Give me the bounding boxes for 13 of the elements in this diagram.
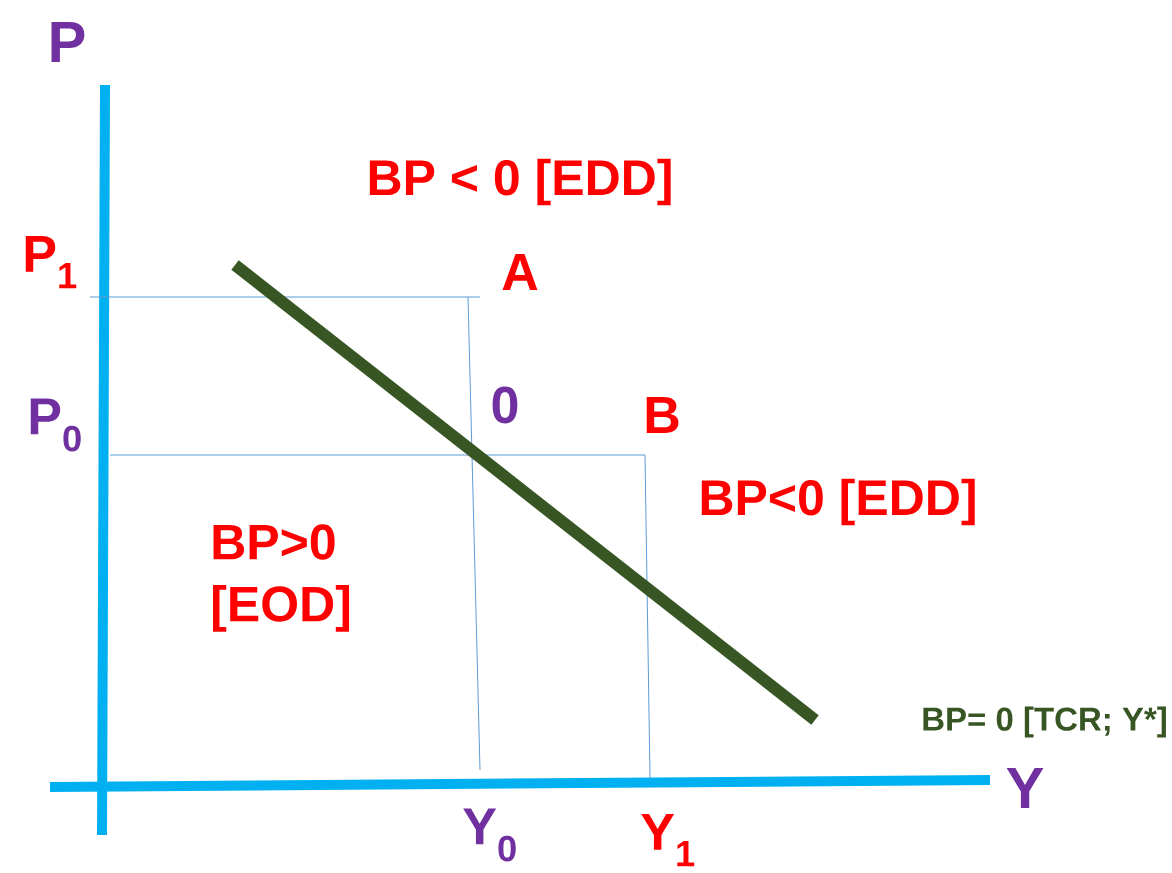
point-label: 0 [492,386,518,424]
region-label: BP>0 [EOD] [213,524,350,632]
region-label: BP < 0 [EDD] [369,158,671,206]
axis-label: P [51,22,85,62]
axis-label: Y [1006,768,1044,808]
output-label: Y$_{0}$ [463,808,516,862]
point-label: B [646,397,679,433]
region-label: BP<0 [EDD] [701,478,975,526]
point-label: A [502,254,538,290]
output-label: Y$_{1}$ [641,813,695,867]
curve-label: BP= 0 [TCR; Y*] [923,706,1166,738]
price-label: P$_{1}$ [25,235,77,289]
price-label: P$_{0}$ [30,398,81,452]
